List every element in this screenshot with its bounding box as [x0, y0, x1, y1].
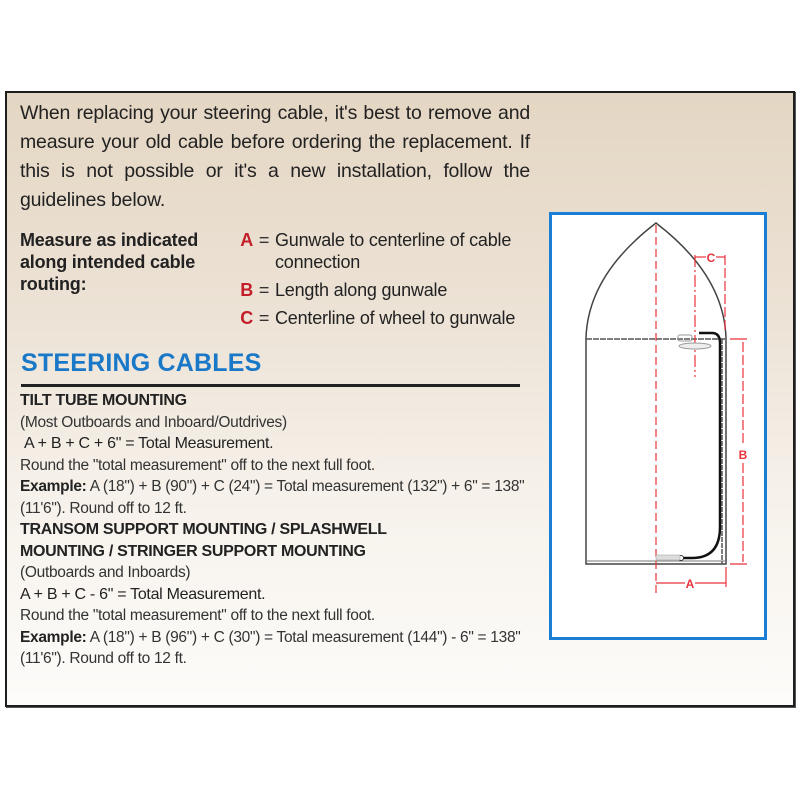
- boat-measurement-diagram: C B A: [549, 212, 767, 640]
- measure-instructions-label: Measure as indicated along intended cabl…: [20, 230, 199, 294]
- tilt-tube-example: Example: A (18") + B (90") + C (24") = T…: [20, 476, 540, 519]
- tilt-tube-rounding: Round the "total measurement" off to the…: [20, 456, 375, 474]
- steering-wheel-icon: [678, 342, 712, 350]
- intro-paragraph: When replacing your steering cable, it's…: [20, 102, 530, 211]
- equals-sign: =: [258, 230, 270, 250]
- boat-outline-illustration: C B A: [585, 222, 748, 597]
- definition-letter: B: [240, 280, 253, 300]
- tilt-tube-title: TILT TUBE MOUNTING: [20, 392, 187, 409]
- measurement-definitions: A = Gunwale to centerline of cable conne…: [239, 229, 529, 335]
- a-label: A: [686, 577, 695, 591]
- definition-a: A = Gunwale to centerline of cable conne…: [239, 229, 529, 273]
- b-label: B: [739, 448, 748, 462]
- definition-letter: A: [240, 230, 253, 250]
- helm-icon: [677, 334, 693, 342]
- transom-title-line2: MOUNTING / STRINGER SUPPORT MOUNTING: [20, 542, 366, 560]
- definition-text: Centerline of wheel to gunwale: [275, 308, 516, 328]
- equals-sign: =: [258, 308, 270, 328]
- section-heading: STEERING CABLES: [21, 349, 262, 377]
- c-label: C: [707, 251, 716, 265]
- definition-letter: C: [240, 308, 253, 328]
- hull-outline: [585, 222, 727, 565]
- steering-cable-guide-panel: When replacing your steering cable, it's…: [5, 91, 795, 707]
- tilt-tube: [655, 554, 681, 561]
- tilt-tube-formula: A + B + C + 6" = Total Measurement.: [24, 435, 274, 452]
- definition-text: Length along gunwale: [275, 280, 448, 300]
- example-text: A (18") + B (90") + C (24") = Total meas…: [20, 478, 525, 517]
- example-label: Example:: [20, 628, 87, 646]
- transom-note: (Outboards and Inboards): [20, 564, 191, 581]
- transom-rounding: Round the "total measurement" off to the…: [20, 607, 375, 624]
- steering-cable: [682, 331, 722, 560]
- mounting-instructions: TILT TUBE MOUNTING (Most Outboards and I…: [20, 390, 540, 670]
- definition-b: B = Length along gunwale: [239, 279, 529, 301]
- transom-example: Example: A (18") + B (96") + C (30") = T…: [20, 627, 540, 670]
- heading-divider: [21, 384, 520, 387]
- example-text: A (18") + B (96") + C (30") = Total meas…: [20, 628, 521, 668]
- transom-formula: A + B + C - 6" = Total Measurement.: [20, 585, 266, 603]
- transom-title-line1: TRANSOM SUPPORT MOUNTING / SPLASHWELL: [20, 521, 387, 538]
- example-label: Example:: [20, 478, 87, 495]
- definition-c: C = Centerline of wheel to gunwale: [239, 307, 529, 329]
- tilt-tube-note: (Most Outboards and Inboard/Outdrives): [20, 413, 287, 431]
- equals-sign: =: [258, 280, 270, 300]
- definition-text: Gunwale to centerline of cable connectio…: [275, 230, 512, 272]
